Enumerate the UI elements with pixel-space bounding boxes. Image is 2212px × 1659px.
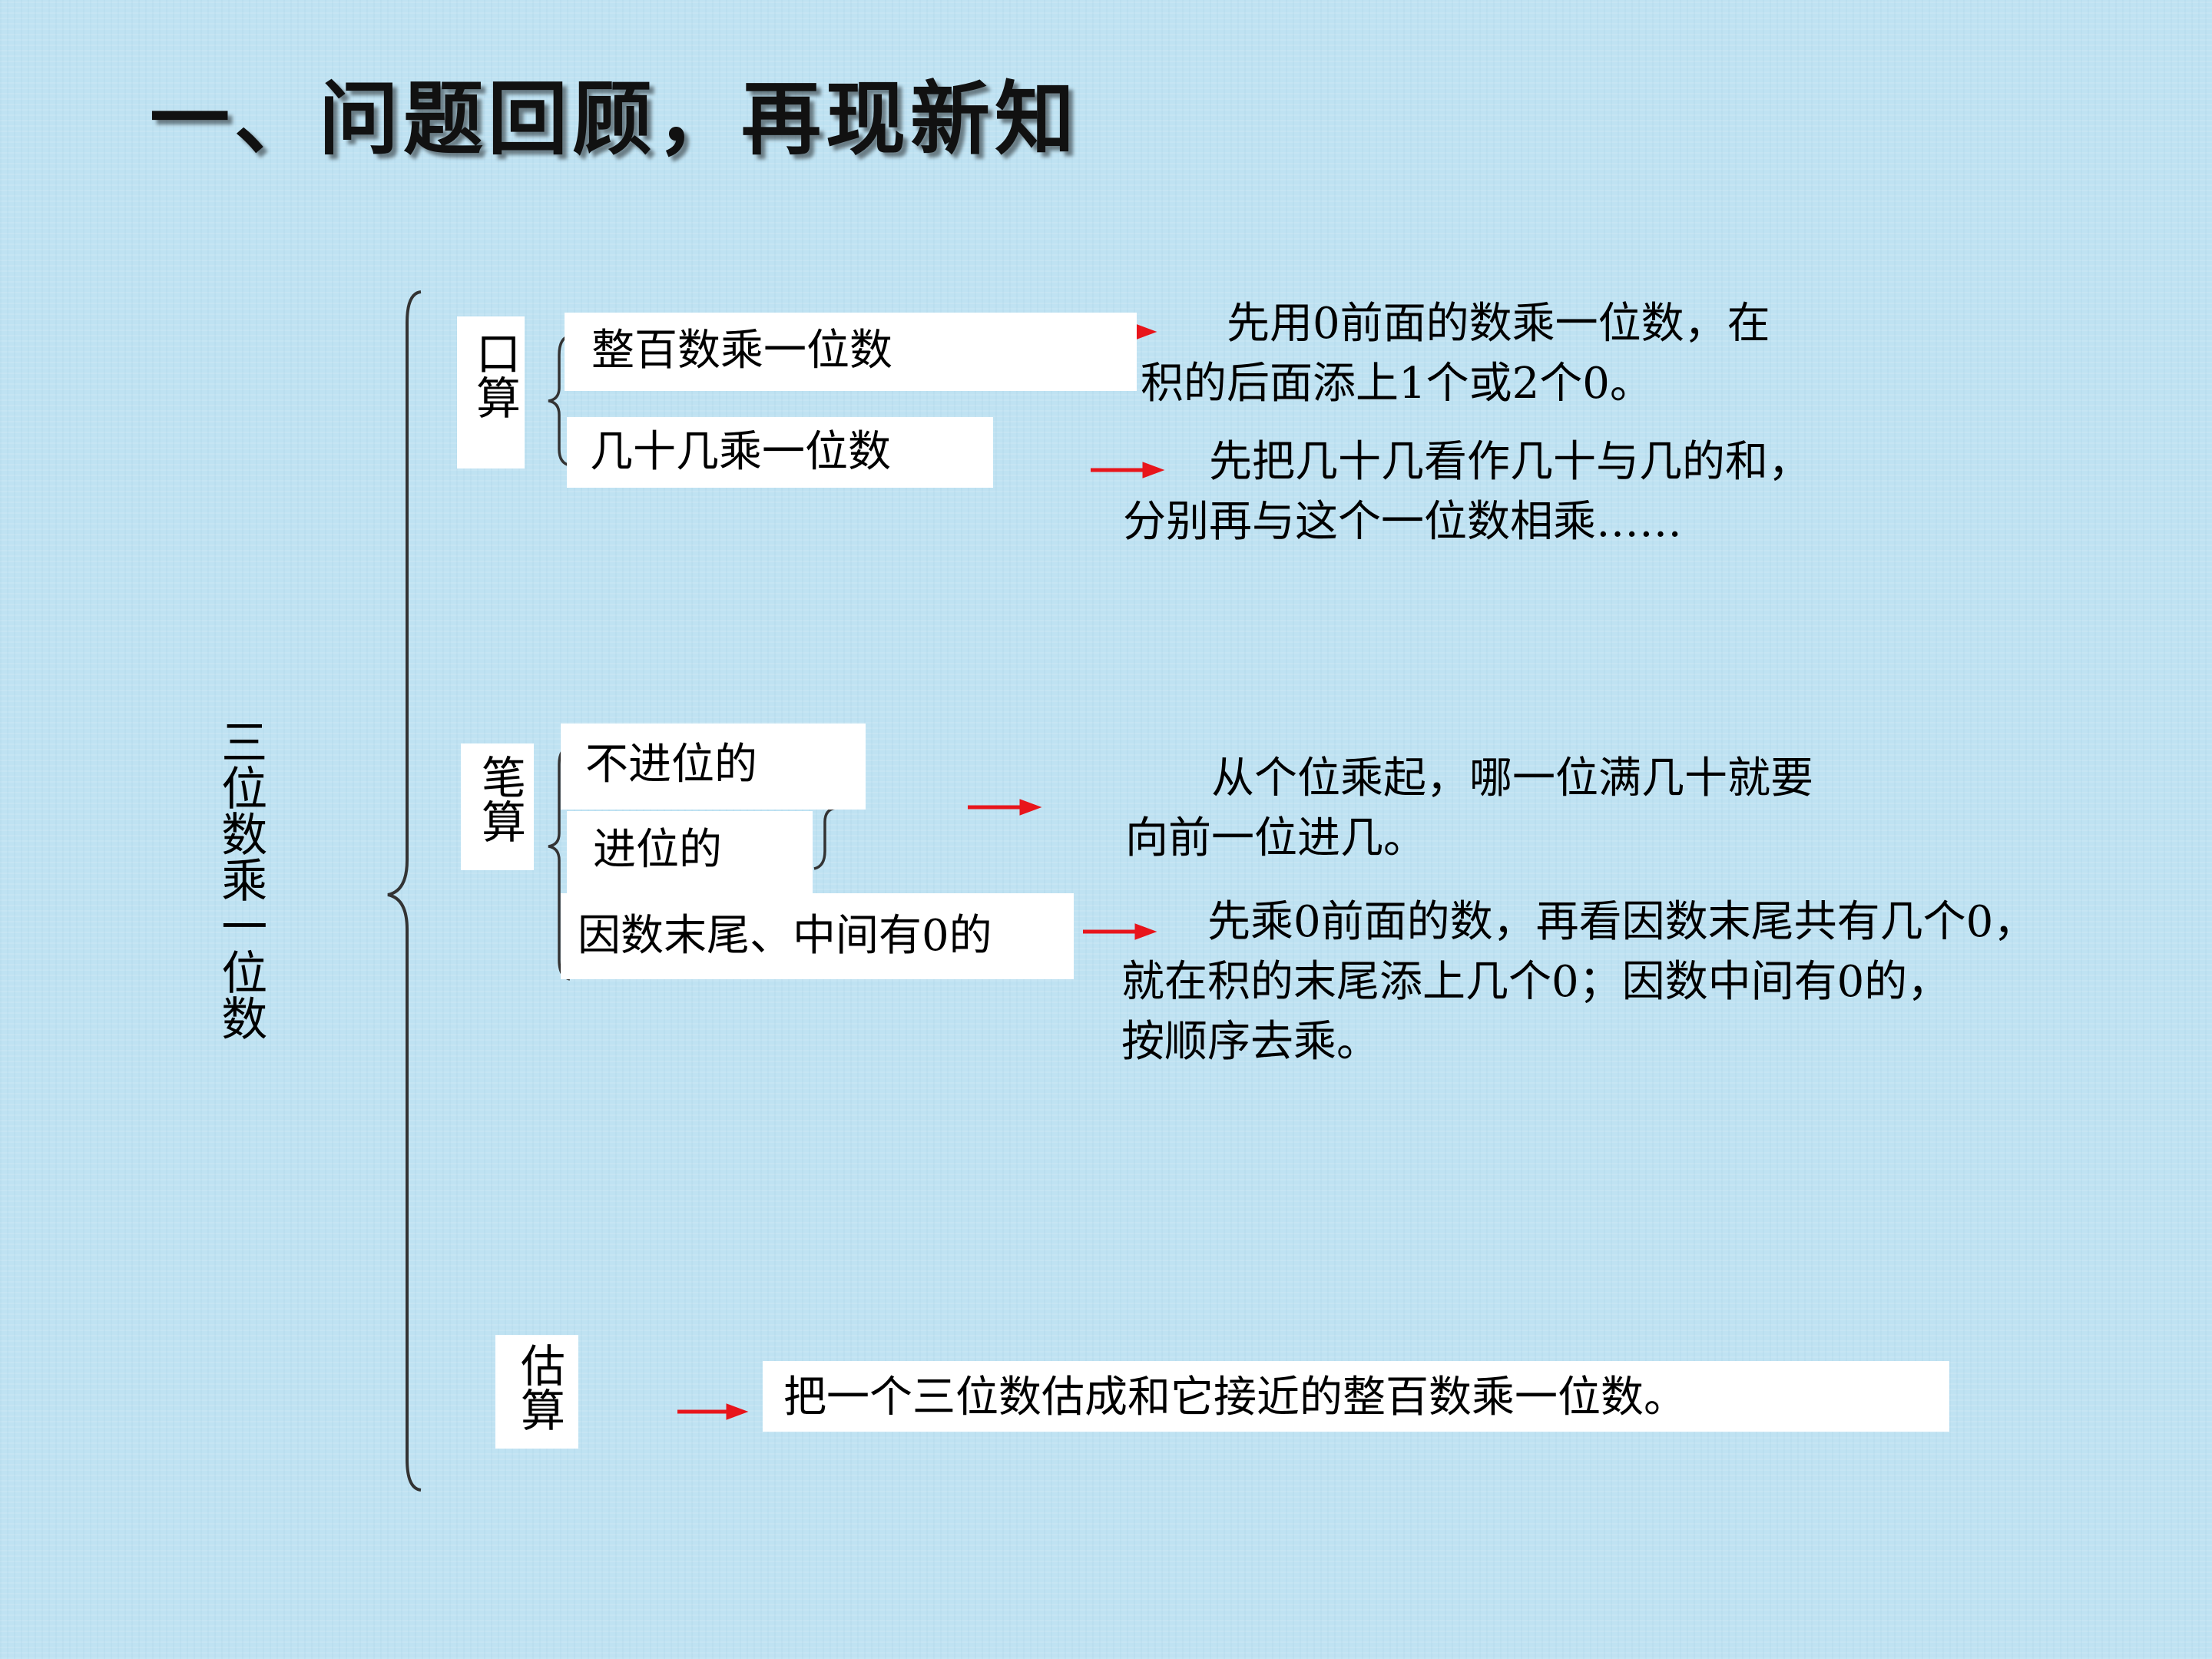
arrow-written-2 [1083,923,1157,940]
written-label: 笔算 [473,754,526,843]
written-item-box-2: 进位的 [567,811,813,896]
estimate-desc: 把一个三位数估成和它接近的整百数乘一位数。 [783,1373,1687,1422]
written-item-box-3: 因数末尾、中间有0的 [561,893,1074,979]
arrow-estimate [677,1403,749,1420]
oral-label: 口算 [468,330,521,419]
oral-item-box-1: 整百数乘一位数 [565,313,1137,391]
estimate-label: 估算 [512,1343,565,1432]
oral-item-1: 整百数乘一位数 [591,326,892,376]
oral-label-box: 口算 [457,316,525,469]
oral-item-2: 几十几乘一位数 [590,427,891,477]
root-label: 三位数乘一位数 [213,718,267,1041]
estimate-desc-box: 把一个三位数估成和它接近的整百数乘一位数。 [763,1361,1949,1432]
written-brace [548,745,571,981]
written-item-2: 进位的 [593,825,722,875]
arrow-oral-2 [1091,462,1165,478]
written-label-box: 笔算 [461,743,534,870]
oral-desc-2: 先把几十几看作几十与几的和， 分别再与这个一位数相乘…… [1123,437,1811,547]
page-title: 一、问题回顾，再现新知 [150,71,1080,166]
written-item-1: 不进位的 [585,740,757,790]
main-brace [387,290,422,1492]
written-item-3: 因数末尾、中间有0的 [578,911,992,961]
oral-brace [548,334,571,467]
oral-item-box-2: 几十几乘一位数 [567,417,993,488]
arrow-written-1 [968,799,1042,816]
written-item-box-1: 不进位的 [561,724,866,810]
estimate-label-box: 估算 [495,1335,578,1449]
written-desc-2: 先乘0前面的数，再看因数末尾共有几个0， 就在积的末尾添上几个0；因数中间有0的… [1121,897,2037,1067]
written-desc-1: 从个位乘起，哪一位满几十就要 向前一位进几。 [1125,753,1813,863]
oral-desc-1: 先用0前面的数乘一位数，在 积的后面添上1个或2个0。 [1141,299,1770,409]
